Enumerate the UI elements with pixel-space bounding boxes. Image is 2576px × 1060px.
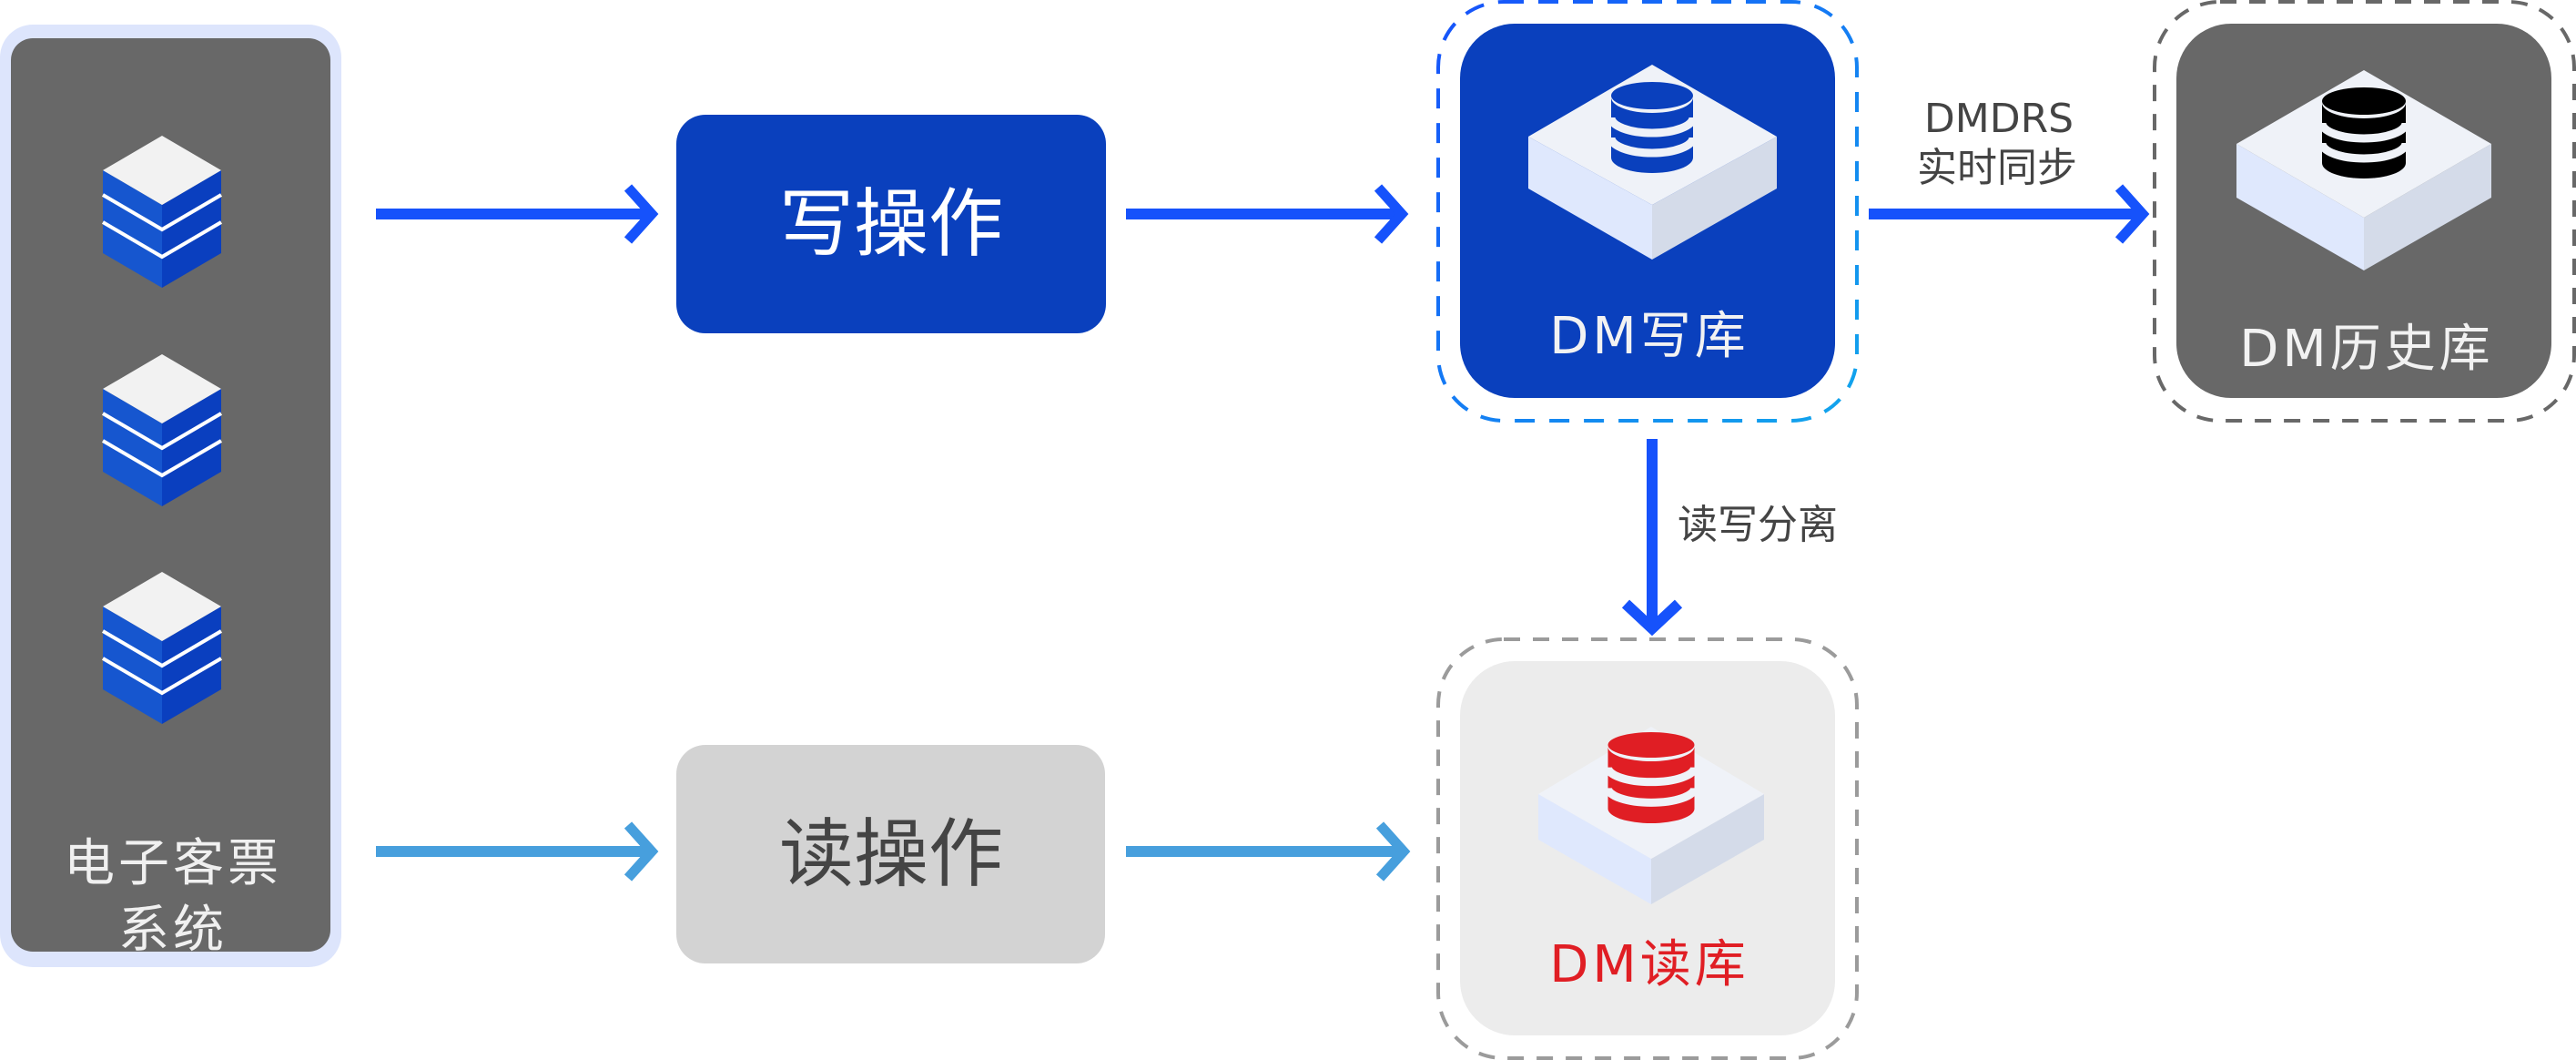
source-system-label-line2: 系统 xyxy=(118,901,228,960)
source-system-label-line1: 电子客票 xyxy=(64,834,282,893)
read-operation-node[interactable]: 读操作 xyxy=(676,745,1105,963)
arrow-head xyxy=(1374,184,1409,244)
arrow-source-to-write-op xyxy=(376,184,659,244)
write-operation-box xyxy=(676,115,1106,333)
write-operation-node[interactable]: 写操作 xyxy=(676,115,1106,333)
write-operation-label: 写操作 xyxy=(779,181,1003,268)
arrow-head xyxy=(624,184,659,244)
arrow-write-db-to-read-db xyxy=(1621,439,1683,637)
arrow-read-op-to-read-db xyxy=(1126,821,1411,882)
read-db-dashed-border xyxy=(1436,637,1859,1060)
database-icon xyxy=(1607,82,1698,173)
history-db-dashed-border xyxy=(2153,0,2576,423)
arrow-head xyxy=(624,821,659,882)
source-system-panel[interactable]: 电子客票 系统 xyxy=(0,25,341,967)
arrow-head xyxy=(1621,599,1683,637)
read-db-node[interactable]: DM读库 xyxy=(1436,637,1859,1060)
arrow-head xyxy=(2115,184,2150,244)
sync-edge-label-line2: 实时同步 xyxy=(1917,145,2077,191)
server-cube-icon xyxy=(101,354,223,506)
write-db-dashed-border xyxy=(1436,0,1859,423)
arrow-head xyxy=(1375,821,1411,882)
database-icon xyxy=(2317,87,2410,178)
read-db-label: DM读库 xyxy=(1549,935,1749,994)
read-operation-label: 读操作 xyxy=(779,811,1003,898)
server-cube-icon xyxy=(101,136,223,288)
arrow-write-db-to-history-db xyxy=(1869,184,2150,244)
history-db-node[interactable]: DM历史库 xyxy=(2153,0,2576,423)
database-icon xyxy=(1604,732,1699,823)
write-db-node[interactable]: DM写库 xyxy=(1436,0,1859,423)
history-db-label: DM历史库 xyxy=(2239,320,2493,379)
split-edge-label: 读写分离 xyxy=(1678,502,1838,548)
read-operation-box xyxy=(676,745,1105,963)
sync-edge-label-line1: DMDRS xyxy=(1924,96,2074,142)
server-cubes xyxy=(101,136,223,724)
arrow-write-op-to-write-db xyxy=(1126,184,1409,244)
write-db-label: DM写库 xyxy=(1549,307,1749,366)
arrow-source-to-read-op xyxy=(376,821,659,882)
server-cube-icon xyxy=(101,572,223,724)
